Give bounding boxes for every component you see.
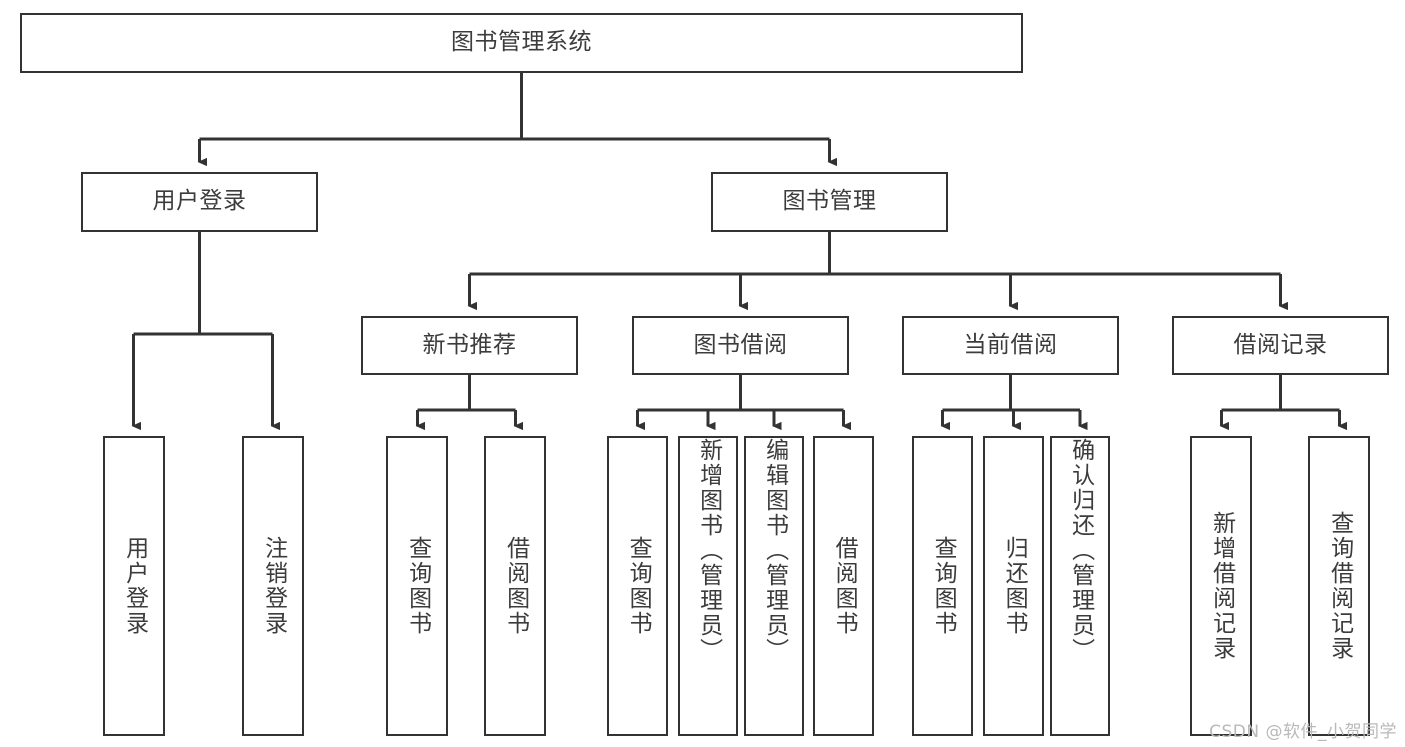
node-new-book-rec-label: 新书推荐: [422, 331, 517, 358]
node-leaf-query-book-3[interactable]: 查询图书: [912, 436, 973, 736]
node-book-borrow-label: 图书借阅: [693, 331, 788, 358]
node-leaf-query-book-3-label: 查询图书: [930, 536, 957, 636]
node-book-manage[interactable]: 图书管理: [711, 172, 948, 232]
node-leaf-query-book-2-label: 查询图书: [625, 536, 652, 636]
node-leaf-borrow-book-2[interactable]: 借阅图书: [813, 436, 874, 736]
node-leaf-confirm-return-label: 确认归还（管理员）: [1067, 438, 1094, 663]
node-leaf-edit-book-label: 编辑图书（管理员）: [761, 438, 788, 663]
node-leaf-borrow-book-1-label: 借阅图书: [502, 536, 529, 636]
node-root-label: 图书管理系统: [451, 29, 592, 56]
node-leaf-user-logout[interactable]: 注销登录: [242, 436, 304, 736]
node-leaf-query-record-label: 查询借阅记录: [1326, 511, 1353, 661]
node-leaf-add-record[interactable]: 新增借阅记录: [1190, 436, 1252, 736]
node-leaf-query-book-1-label: 查询图书: [404, 536, 431, 636]
node-leaf-add-book[interactable]: 新增图书（管理员）: [678, 436, 738, 736]
node-leaf-query-book-1[interactable]: 查询图书: [386, 436, 448, 736]
node-leaf-borrow-book-1[interactable]: 借阅图书: [484, 436, 546, 736]
node-leaf-edit-book[interactable]: 编辑图书（管理员）: [744, 436, 804, 736]
node-user-login[interactable]: 用户登录: [81, 172, 318, 232]
node-book-manage-label: 图书管理: [782, 188, 877, 215]
node-leaf-query-record[interactable]: 查询借阅记录: [1308, 436, 1370, 736]
node-leaf-add-record-label: 新增借阅记录: [1208, 511, 1235, 661]
node-leaf-borrow-book-2-label: 借阅图书: [831, 536, 858, 636]
node-user-login-label: 用户登录: [152, 188, 247, 215]
node-leaf-user-logout-label: 注销登录: [260, 536, 287, 636]
node-borrow-record-label: 借阅记录: [1233, 331, 1328, 358]
node-leaf-confirm-return[interactable]: 确认归还（管理员）: [1050, 436, 1110, 736]
node-root[interactable]: 图书管理系统: [20, 13, 1023, 73]
node-leaf-add-book-label: 新增图书（管理员）: [695, 438, 722, 663]
node-current-borrow-label: 当前借阅: [963, 331, 1058, 358]
node-leaf-return-book[interactable]: 归还图书: [983, 436, 1044, 736]
csdn-watermark: CSDN @软件_小贺同学: [1209, 722, 1397, 742]
node-leaf-query-book-2[interactable]: 查询图书: [607, 436, 668, 736]
node-borrow-record[interactable]: 借阅记录: [1172, 316, 1389, 375]
node-new-book-rec[interactable]: 新书推荐: [361, 316, 578, 375]
node-book-borrow[interactable]: 图书借阅: [632, 316, 849, 375]
node-leaf-return-book-label: 归还图书: [1001, 536, 1028, 636]
node-current-borrow[interactable]: 当前借阅: [902, 316, 1119, 375]
node-leaf-user-login[interactable]: 用户登录: [103, 436, 165, 736]
node-leaf-user-login-label: 用户登录: [121, 536, 148, 636]
